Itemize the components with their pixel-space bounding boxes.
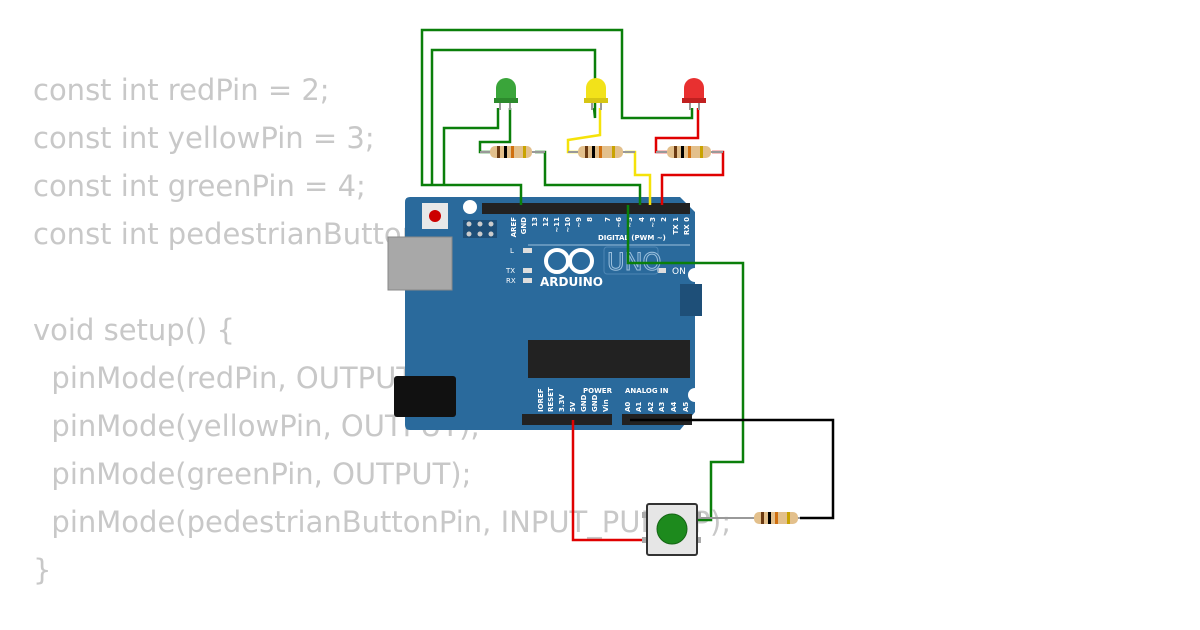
resistor-yellow[interactable] [568,146,635,158]
pin-label: ~9 [575,217,583,228]
pin-label: TX 1 [672,217,680,235]
pin-label: 2 [660,217,668,222]
digital-header-left [482,203,600,214]
pin-label: A0 [624,402,632,412]
pin-label: 7 [604,217,612,222]
pin-label: 8 [586,217,594,222]
pin-label: RX 0 [683,217,691,235]
code-line: void setup() { [33,313,235,347]
code-line: const int redPin = 2; [33,73,330,107]
pin-label: Vin [602,399,610,412]
led-l-label: L [510,247,514,255]
pin-label: ~3 [649,217,657,228]
pin-label: A2 [647,402,655,412]
pin-label: A4 [670,402,678,412]
mount-hole [688,268,702,282]
pin-label: A1 [635,402,643,412]
wire-button-pin5 [626,205,745,522]
pin-label: 12 [542,217,550,227]
pin-label: 4 [638,217,646,222]
on-label: ON [672,267,686,277]
pin-label: ~5 [626,217,634,228]
analog-label: ANALOG IN [625,387,669,395]
arduino-logo: ARDUINO [540,248,603,289]
digital-label: DIGITAL (PWM ~) [598,234,666,242]
power-header [522,414,612,425]
mount-hole [463,200,477,214]
pin-label: GND [580,394,588,412]
atmega-chip [528,340,690,378]
resistor-red[interactable] [656,146,723,158]
pin-label: GND [591,394,599,412]
led-green[interactable] [494,78,518,110]
code-line: } [33,553,52,587]
wire-green-anode [478,108,512,154]
wire-yellow-led-gnd [430,48,597,185]
pin-label: 3.3V [558,394,566,412]
pin-label: ~10 [564,217,572,233]
led-tx-label: TX [505,267,515,275]
power-jack [394,376,456,417]
wire-gnd-resistor [630,418,835,520]
resistor-green[interactable] [480,146,545,158]
svg-text:ARDUINO: ARDUINO [540,275,603,289]
wire-5v-button [571,420,650,542]
code-line: const int yellowPin = 3; [33,121,375,155]
power-label: POWER [583,387,613,395]
code-background: const int redPin = 2; const int yellowPin… [33,66,731,594]
resistor-pulldown[interactable] [697,512,800,524]
wire-green-led-gnd [442,108,500,185]
pin-label: ~6 [615,217,623,228]
code-line: const int greenPin = 4; [33,169,366,203]
pin-label: IOREF [537,388,545,412]
code-line: pinMode(greenPin, OUTPUT); [33,457,472,491]
pin-label: 13 [531,217,539,227]
wire-red-led-gnd [420,28,694,205]
led-rx-label: RX [506,277,516,285]
pin-label: AREF [510,217,518,238]
digital-header-right [600,203,690,214]
mount-hole [688,388,702,402]
led-yellow[interactable] [584,78,608,110]
pin-label: RESET [547,387,555,412]
led-red[interactable] [682,78,706,110]
pin-label: GND [520,217,528,235]
usb-port [387,236,453,291]
pin-label: A3 [658,402,666,412]
pin-label: ~11 [553,217,561,233]
pin-label: 5V [569,401,577,412]
pedestrian-push-button[interactable] [642,503,701,556]
pin-label: A5 [682,402,690,412]
